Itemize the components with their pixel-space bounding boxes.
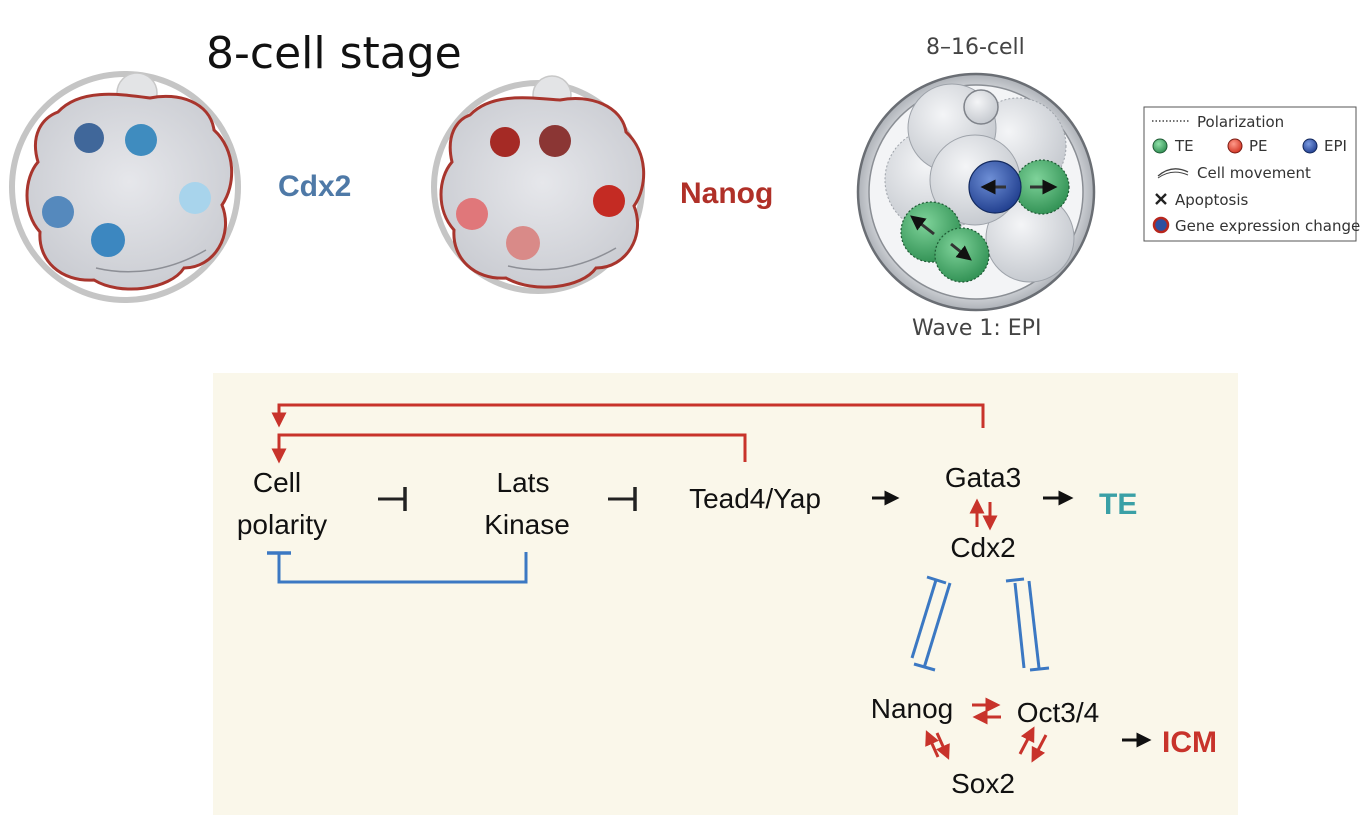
legend-gene-expression-change: Gene expression change (1175, 217, 1360, 235)
cell-movement-icon (1157, 168, 1189, 177)
legend-pe: PE (1249, 137, 1268, 155)
wave-label: Wave 1: EPI (912, 316, 1041, 341)
cell-movement-arrow (950, 242, 972, 261)
node-nanog: Nanog (871, 693, 954, 724)
fate-te: TE (1099, 488, 1137, 521)
nucleus (91, 223, 125, 257)
node-cell-polarity-line2: polarity (237, 509, 327, 540)
inhibition-lats-to-tead4 (608, 487, 637, 511)
embryo-nanog (431, 75, 646, 294)
nucleus (539, 125, 571, 157)
legend-apoptosis: Apoptosis (1175, 191, 1249, 209)
legend-epi: EPI (1324, 137, 1347, 155)
nucleus (506, 226, 540, 260)
feedback-tead4-to-polarity (271, 433, 747, 464)
legend: Polarization TE PE EPI Cell movement Apo… (1143, 106, 1360, 242)
gene-label-cdx2: Cdx2 (278, 170, 351, 203)
inhibition-cdx2-oct (1005, 577, 1050, 672)
nucleus (456, 198, 488, 230)
legend-polarization: Polarization (1197, 113, 1284, 131)
te-swatch-icon (1152, 138, 1168, 154)
node-gata3: Gata3 (945, 462, 1021, 493)
gene-label-nanog: Nanog (680, 177, 773, 210)
nucleus (125, 124, 157, 156)
nucleus (179, 182, 211, 214)
inhibition-cdx2-nanog (910, 575, 952, 672)
node-lats-line2: Kinase (484, 509, 570, 540)
te-cell (934, 227, 990, 283)
arrow-sox2-to-oct (1018, 726, 1035, 755)
pe-swatch-icon (1227, 138, 1243, 154)
polar-body (963, 89, 999, 125)
fate-icm: ICM (1162, 726, 1217, 759)
apoptosis-icon (1155, 193, 1167, 205)
epi-swatch-icon (1302, 138, 1318, 154)
nucleus (74, 123, 104, 153)
inhibition-lats-to-polarity (277, 552, 528, 584)
node-oct3-4: Oct3/4 (1017, 697, 1099, 728)
node-lats-line1: Lats (497, 467, 550, 498)
node-tead4-yap: Tead4/Yap (689, 483, 821, 514)
cell-boundary (507, 247, 617, 271)
node-cdx2: Cdx2 (950, 532, 1015, 563)
legend-te: TE (1174, 137, 1194, 155)
cell-movement-arrow (910, 215, 935, 236)
network-panel (213, 373, 1238, 815)
legend-cell-movement: Cell movement (1197, 164, 1311, 182)
stage-label: 8–16-cell (926, 35, 1025, 60)
feedback-gata3-to-polarity (271, 403, 985, 428)
cell-boundary (95, 249, 207, 273)
cell-movement-icon (1157, 171, 1189, 179)
legend-box (1143, 106, 1357, 242)
node-sox2: Sox2 (951, 768, 1015, 799)
nucleus (42, 196, 74, 228)
embryo-cdx2 (9, 71, 241, 303)
inhibition-polarity-to-lats (378, 487, 407, 511)
arrow-nanog-to-sox2 (935, 732, 950, 760)
figure-title: 8-cell stage (206, 28, 462, 79)
nucleus (593, 185, 625, 217)
nucleus (490, 127, 520, 157)
arrow-oct-to-sox2 (1031, 734, 1048, 763)
node-cell-polarity-line1: Cell (253, 467, 301, 498)
gene-expression-change-icon (1152, 216, 1170, 234)
embryo-8-16-cell (856, 72, 1096, 312)
